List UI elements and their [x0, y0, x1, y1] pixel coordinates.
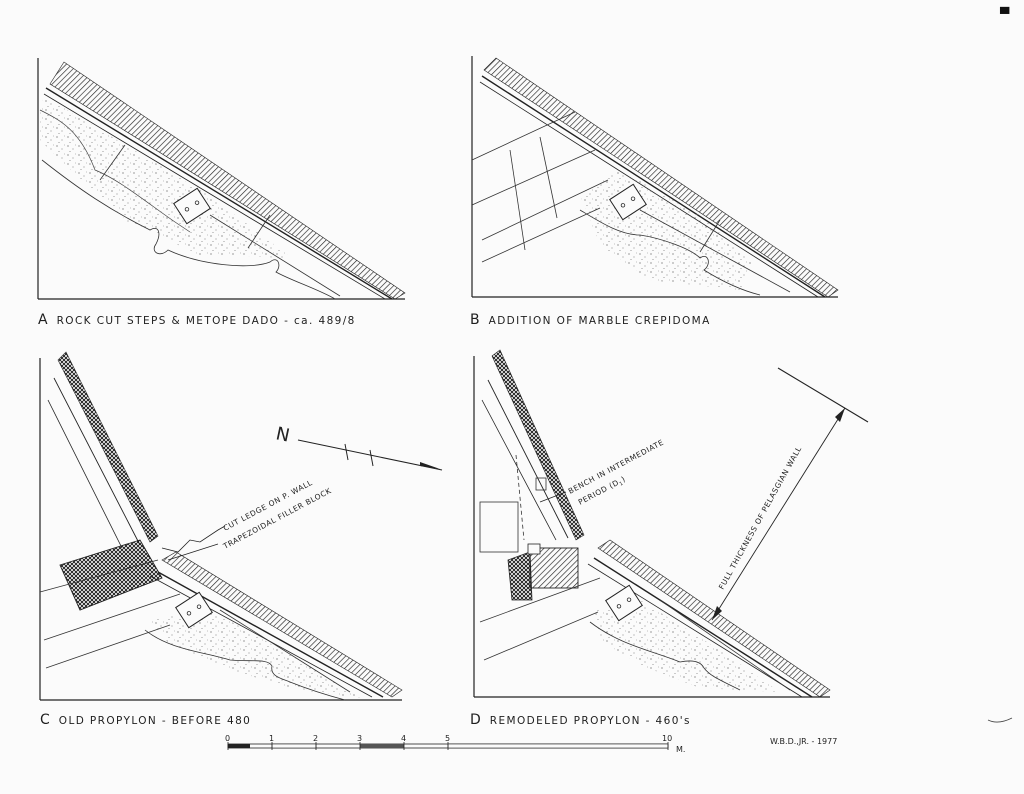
scale-tick-3: 3 — [357, 734, 362, 743]
panel-c-drawing — [39, 351, 403, 701]
corner-stroke — [987, 717, 1013, 723]
panel-d-drawing — [473, 349, 869, 698]
caption-d-text: REMODELED PROPYLON - 460's — [489, 715, 691, 727]
panel-b-drawing — [471, 56, 839, 298]
caption-a: A ROCK CUT STEPS & METOPE DADO - ca. 489/… — [38, 312, 356, 328]
north-label: N — [274, 423, 292, 446]
caption-a-text: ROCK CUT STEPS & METOPE DADO - ca. 489/8 — [56, 315, 356, 327]
scale-tick-10: 10 — [662, 734, 672, 743]
panel-a-drawing — [37, 58, 406, 300]
full-thickness-label: FULL THICKNESS OF PELASGIAN WALL — [717, 444, 804, 591]
scale-tick-0: 0 — [225, 734, 230, 743]
scale-tick-2: 2 — [313, 734, 318, 743]
caption-b-text: ADDITION OF MARBLE CREPIDOMA — [488, 315, 711, 327]
scale-unit: M. — [676, 745, 685, 754]
scale-tick-4: 4 — [401, 734, 406, 743]
caption-c: C OLD PROPYLON - BEFORE 480 — [40, 712, 251, 728]
scale-tick-1: 1 — [269, 734, 274, 743]
caption-d: D REMODELED PROPYLON - 460's — [470, 712, 691, 728]
north-arrow: N — [274, 423, 443, 471]
caption-d-letter: D — [470, 712, 481, 728]
credit-text: W.B.D.,JR. - 1977 — [770, 737, 837, 746]
corner-mark: ▀ — [999, 6, 1010, 21]
caption-c-text: OLD PROPYLON - BEFORE 480 — [58, 715, 252, 727]
caption-b-letter: B — [470, 312, 480, 328]
caption-c-letter: C — [40, 712, 50, 728]
scale-bar: 0 1 2 3 4 5 10 M. — [225, 734, 685, 754]
scale-tick-5: 5 — [445, 734, 450, 743]
caption-a-letter: A — [38, 312, 48, 328]
caption-b: B ADDITION OF MARBLE CREPIDOMA — [470, 312, 711, 328]
